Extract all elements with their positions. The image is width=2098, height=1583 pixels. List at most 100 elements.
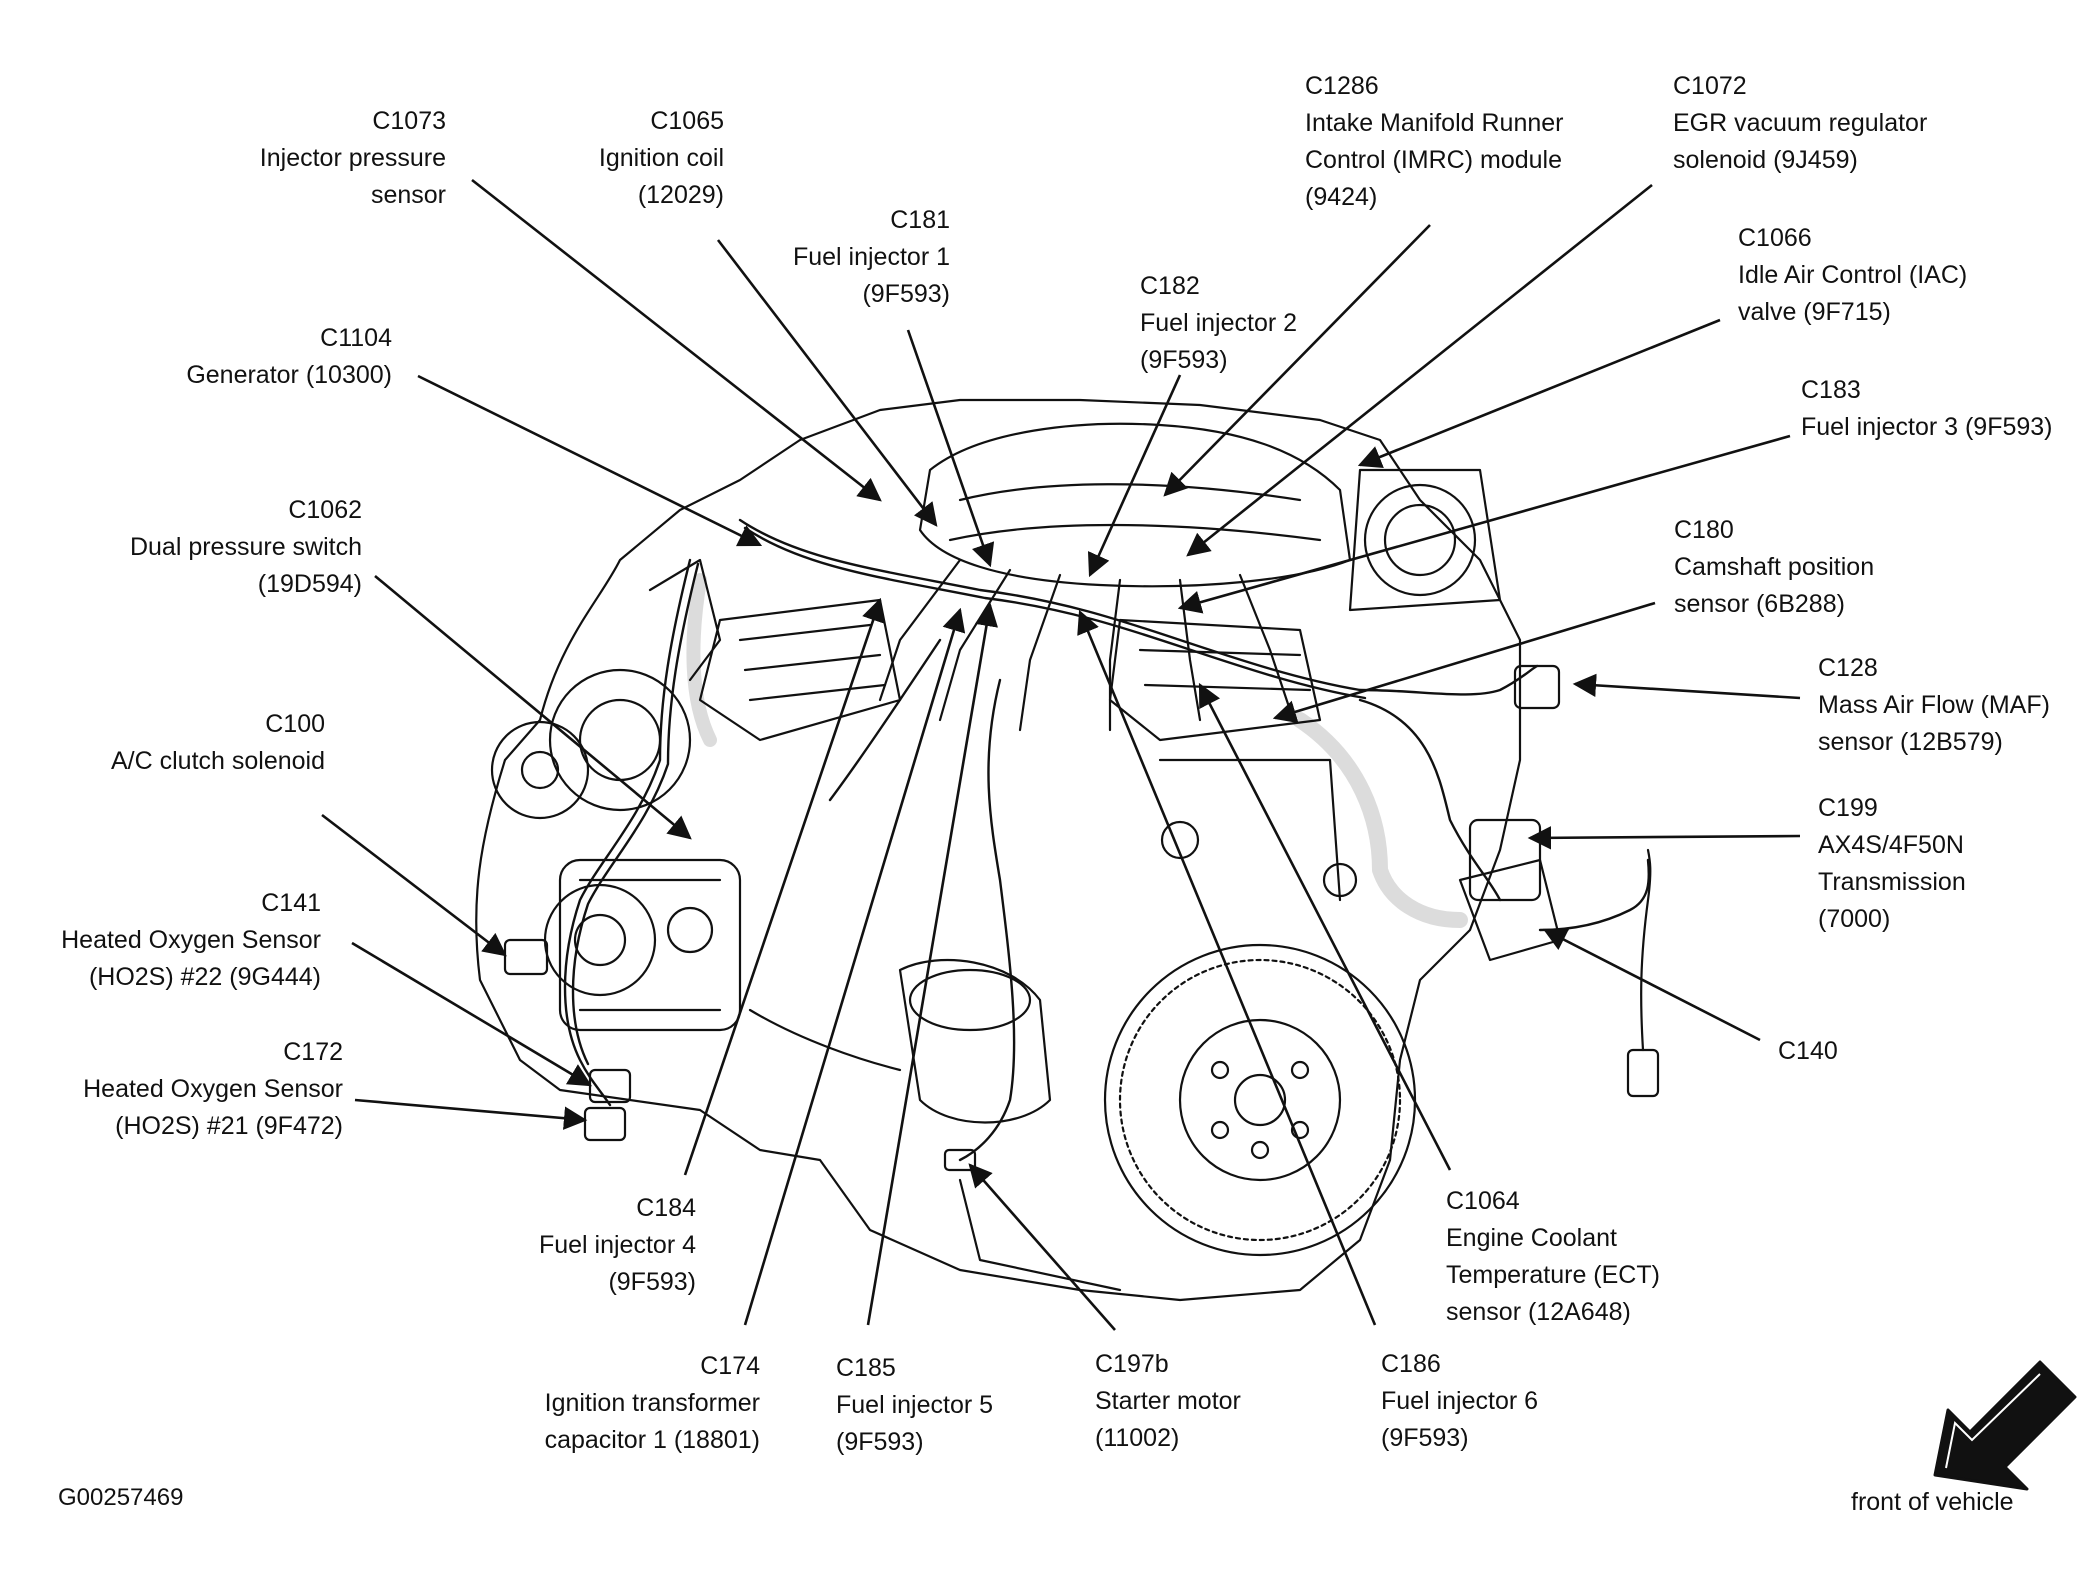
label-c199-line-2: AX4S/4F50N (1818, 831, 1964, 859)
leader-c1286 (1163, 224, 1431, 497)
label-c186: C186 Fuel injector 6 (9F593) (1381, 1346, 1538, 1457)
wiring-harness (563, 518, 1651, 1162)
figure-code: G00257469 (58, 1484, 184, 1511)
label-c1065-line-1: C1065 (650, 107, 724, 135)
label-c1286: C1286 Intake Manifold Runner Control (IM… (1305, 68, 1563, 216)
label-c174: C174 Ignition transformer capacitor 1 (1… (545, 1348, 760, 1459)
label-c182-line-2: Fuel injector 2 (1140, 309, 1298, 337)
label-c183-line-1: C183 (1801, 376, 1861, 404)
label-c1062-line-1: C1062 (288, 496, 362, 524)
label-c184: C184 Fuel injector 4 (9F593) (539, 1190, 696, 1301)
leader-lines (321, 178, 1801, 1331)
label-c1066: C1066 Idle Air Control (IAC) valve (9F71… (1738, 220, 1967, 331)
label-c185: C185 Fuel injector 5 (9F593) (836, 1350, 993, 1461)
leader-c180 (1272, 601, 1656, 724)
leader-c184 (683, 597, 885, 1176)
label-c186-line-1: C186 (1381, 1350, 1441, 1378)
leader-c183 (1177, 434, 1791, 614)
label-c1066-line-3: valve (9F715) (1738, 298, 1891, 326)
label-c1064-line-4: sensor (12A648) (1446, 1298, 1631, 1326)
label-c197b-line-2: Starter motor (1095, 1387, 1241, 1415)
label-c172: C172 Heated Oxygen Sensor (HO2S) #21 (9F… (83, 1034, 343, 1145)
label-c185-line-1: C185 (836, 1354, 896, 1382)
label-c1104: C1104 Generator (10300) (186, 320, 392, 394)
label-c1286-line-3: Control (IMRC) module (1305, 146, 1563, 174)
label-c1072-line-1: C1072 (1673, 72, 1747, 100)
leader-c186 (1077, 609, 1377, 1326)
label-c172-line-2: Heated Oxygen Sensor (83, 1075, 343, 1103)
label-c1062-line-3: (19D594) (257, 570, 362, 598)
label-c1286-line-4: (9424) (1305, 183, 1378, 211)
label-c184-line-1: C184 (636, 1194, 696, 1222)
label-c1064: C1064 Engine Coolant Temperature (ECT) s… (1446, 1183, 1660, 1331)
label-c1104-line-1: C1104 (320, 324, 392, 352)
label-c184-line-3: (9F593) (608, 1268, 696, 1296)
label-c141: C141 Heated Oxygen Sensor (HO2S) #22 (9G… (61, 885, 321, 996)
label-c199-line-1: C199 (1818, 794, 1878, 822)
label-c181-line-2: Fuel injector 1 (792, 243, 950, 271)
leader-c1104 (417, 374, 763, 547)
label-c100-line-1: C100 (265, 710, 325, 738)
label-c185-line-3: (9F593) (836, 1428, 924, 1456)
leader-c197b (968, 1163, 1116, 1331)
label-c1066-line-2: Idle Air Control (IAC) (1738, 261, 1968, 289)
label-c1062: C1062 Dual pressure switch (19D594) (130, 492, 362, 603)
label-c182: C182 Fuel injector 2 (9F593) (1140, 268, 1297, 379)
leader-c174 (743, 607, 966, 1326)
leader-c1065 (716, 239, 938, 527)
label-c1064-line-1: C1064 (1446, 1187, 1520, 1215)
label-c1064-line-2: Engine Coolant (1446, 1224, 1617, 1252)
leader-c172 (354, 1098, 588, 1130)
label-c181: C181 Fuel injector 1 (9F593) (793, 202, 950, 313)
label-c183-line-2: Fuel injector 3 (9F593) (1801, 413, 2053, 441)
label-c128-line-2: Mass Air Flow (MAF) (1818, 691, 2050, 719)
label-c1286-line-1: C1286 (1305, 72, 1379, 100)
label-c174-line-3: capacitor 1 (18801) (544, 1426, 760, 1454)
front-of-vehicle-arrow-icon (1933, 1360, 2077, 1491)
label-c1286-line-2: Intake Manifold Runner (1305, 109, 1564, 137)
label-c1104-line-2: Generator (10300) (186, 361, 392, 389)
leader-c140 (1542, 928, 1761, 1042)
label-c172-line-3: (HO2S) #21 (9F472) (115, 1112, 343, 1140)
label-c199-line-4: (7000) (1818, 905, 1891, 933)
label-c140: C140 (1778, 1033, 1838, 1070)
label-c100-line-2: A/C clutch solenoid (110, 747, 325, 775)
label-c1065-line-3: (12029) (637, 181, 724, 209)
leader-c182 (1087, 374, 1182, 578)
label-c1066-line-1: C1066 (1738, 224, 1812, 252)
label-c183: C183 Fuel injector 3 (9F593) (1801, 372, 2053, 446)
label-c186-line-3: (9F593) (1381, 1424, 1469, 1452)
leader-c1062 (374, 575, 692, 840)
label-c141-line-1: C141 (261, 889, 321, 917)
label-c197b-line-3: (11002) (1095, 1424, 1180, 1452)
label-c1065-line-2: Ignition coil (598, 144, 724, 172)
label-c100: C100 A/C clutch solenoid (111, 706, 325, 780)
label-c141-line-3: (HO2S) #22 (9G444) (88, 963, 321, 991)
leader-c1066 (1357, 318, 1721, 468)
label-c1073-line-2: Injector pressure (259, 144, 446, 172)
label-c174-line-1: C174 (700, 1352, 760, 1380)
leader-c141 (351, 941, 593, 1087)
leader-c199 (1527, 826, 1801, 850)
label-c182-line-1: C182 (1140, 272, 1200, 300)
label-c181-line-1: C181 (890, 206, 950, 234)
label-c185-line-2: Fuel injector 5 (836, 1391, 994, 1419)
label-c1062-line-2: Dual pressure switch (129, 533, 362, 561)
label-c199: C199 AX4S/4F50N Transmission (7000) (1818, 790, 1966, 938)
label-c197b-line-1: C197b (1095, 1350, 1169, 1378)
label-c180-line-1: C180 (1674, 516, 1734, 544)
label-c197b: C197b Starter motor (11002) (1095, 1346, 1241, 1457)
label-c180-line-2: Camshaft position (1674, 553, 1875, 581)
label-c186-line-2: Fuel injector 6 (1381, 1387, 1539, 1415)
front-of-vehicle-label: front of vehicle (1851, 1488, 2014, 1516)
label-c1073-line-1: C1073 (372, 107, 446, 135)
label-c128: C128 Mass Air Flow (MAF) sensor (12B579) (1818, 650, 2050, 761)
label-c141-line-2: Heated Oxygen Sensor (61, 926, 321, 954)
label-c1064-line-3: Temperature (ECT) (1446, 1261, 1660, 1289)
leader-c185 (866, 602, 999, 1326)
label-c1072-line-3: solenoid (9J459) (1673, 146, 1858, 174)
label-c174-line-2: Ignition transformer (544, 1389, 760, 1417)
label-c181-line-3: (9F593) (862, 280, 950, 308)
leader-c1072 (1186, 183, 1653, 557)
